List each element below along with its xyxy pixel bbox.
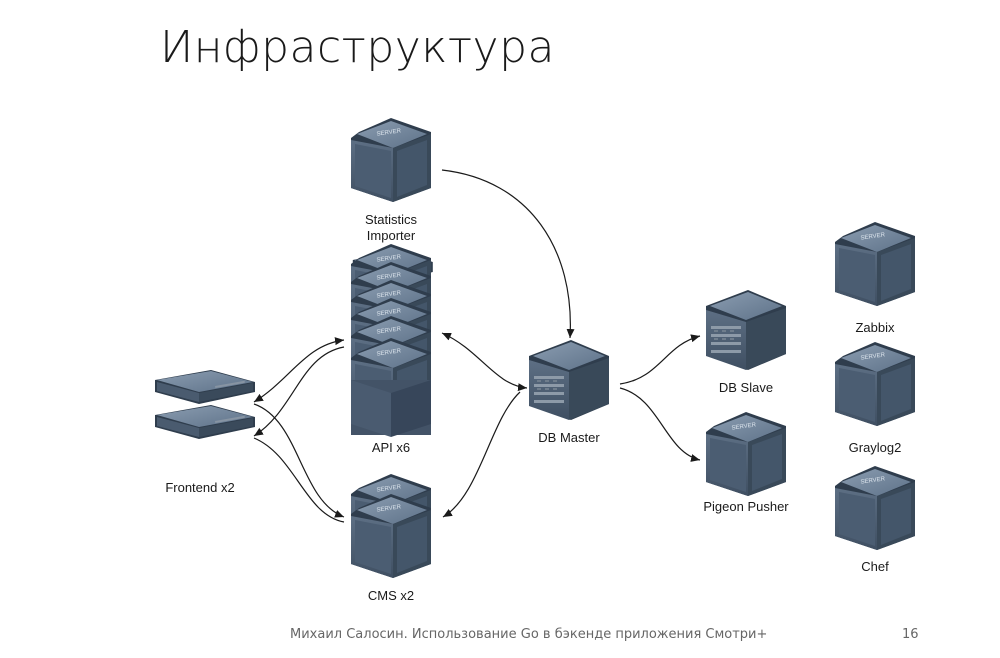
db-slave-label: DB Slave	[719, 380, 773, 395]
connectors	[253, 169, 701, 523]
edge-dbmaster-pigeon	[619, 387, 701, 462]
statistics-importer-server[interactable]: Statistics Importer	[351, 118, 431, 243]
edge-api-dbmaster	[441, 332, 528, 392]
statistics-importer-label-2: Importer	[367, 228, 416, 243]
edge-cms-dbmaster	[442, 391, 521, 518]
edge-dbmaster-dbslave	[619, 334, 701, 385]
graylog-server[interactable]: Graylog2	[835, 342, 915, 455]
server-icon	[706, 290, 786, 370]
db-master-label: DB Master	[538, 430, 600, 445]
server-icon	[835, 342, 915, 426]
cms-server-stack[interactable]: CMS x2	[351, 474, 431, 603]
chef-label: Chef	[861, 559, 889, 574]
statistics-importer-label-1: Statistics	[365, 212, 418, 227]
frontend-server-stack[interactable]: Frontend x2	[155, 370, 255, 495]
cms-label: CMS x2	[368, 588, 414, 603]
server-icon	[529, 340, 609, 420]
db-master-server[interactable]: DB Master	[529, 340, 609, 445]
zabbix-label: Zabbix	[855, 320, 895, 335]
graylog-label: Graylog2	[849, 440, 902, 455]
chef-server[interactable]: Chef	[835, 466, 915, 574]
server-icon	[835, 222, 915, 306]
slide-title: Инфраструктура	[160, 22, 555, 73]
slide-footer: Михаил Салосин. Использование Go в бэкен…	[290, 627, 768, 642]
api-server-stack[interactable]: API x6	[351, 244, 433, 455]
server-icon	[155, 405, 255, 439]
server-icon	[155, 370, 255, 404]
server-icon	[351, 494, 431, 578]
server-icon	[351, 118, 431, 202]
pigeon-pusher-label: Pigeon Pusher	[703, 499, 789, 514]
edge-frontend1-api	[253, 337, 345, 403]
db-slave-server[interactable]: DB Slave	[706, 290, 786, 395]
api-label: API x6	[372, 440, 410, 455]
edge-statistics-to-dbmaster	[441, 169, 575, 339]
edge-frontend1-cms	[253, 403, 345, 518]
zabbix-server[interactable]: Zabbix	[835, 222, 915, 335]
edge-frontend2-api	[253, 346, 345, 437]
server-icon	[835, 466, 915, 550]
frontend-label: Frontend x2	[165, 480, 234, 495]
page-number: 16	[902, 627, 919, 642]
pigeon-pusher-server[interactable]: Pigeon Pusher	[703, 412, 789, 514]
server-icon	[706, 412, 786, 496]
edge-frontend2-cms	[253, 437, 345, 523]
